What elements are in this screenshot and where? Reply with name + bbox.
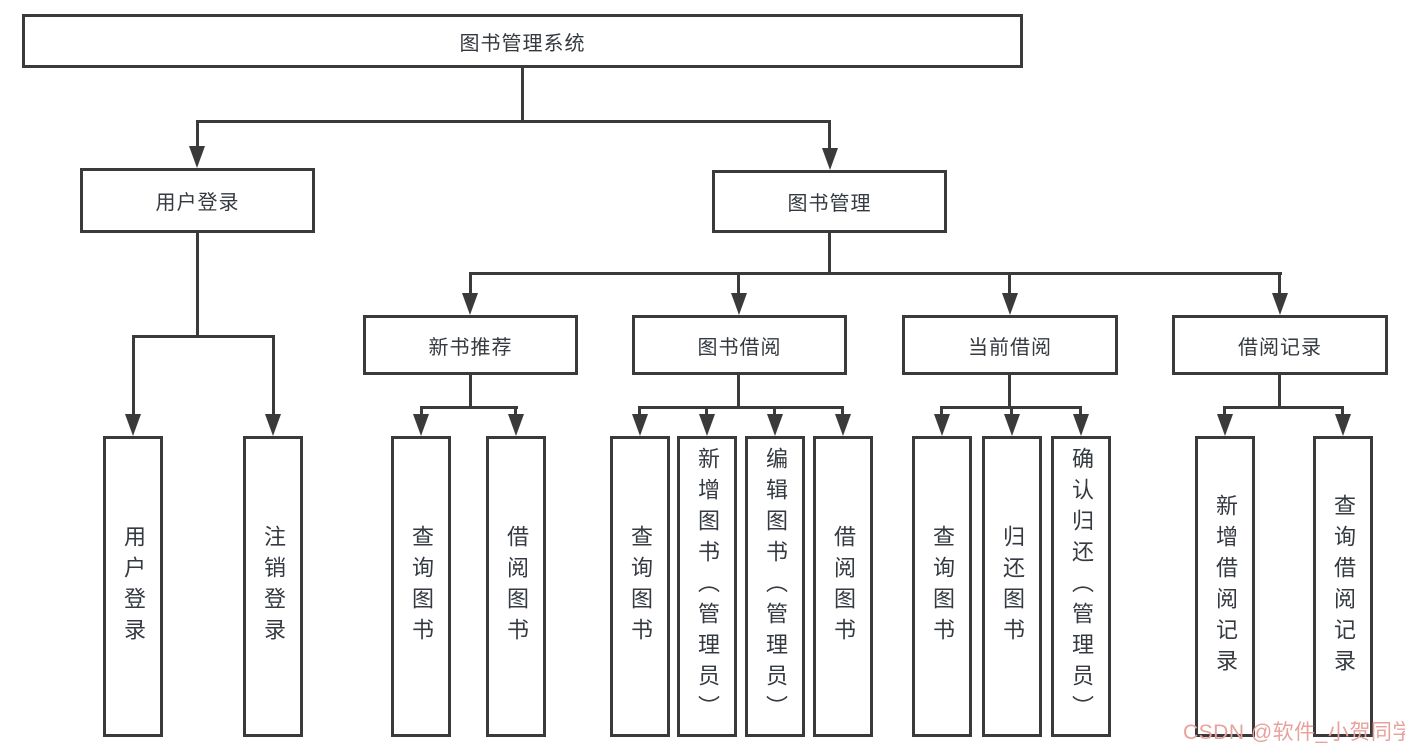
edge-arrowhead [413, 414, 429, 436]
edge-to-leaf [1079, 406, 1082, 414]
edge-arrowhead [1272, 293, 1288, 315]
node-book-borrowing: 图书借阅 [632, 315, 847, 375]
edge-arrowhead [1073, 414, 1089, 436]
edge-arrowhead [125, 414, 141, 436]
edge-to-leaf [1223, 406, 1226, 414]
edge-newbooks-stem [469, 375, 472, 406]
csdn-watermark: CSDN @软件_小贺同学 [1183, 721, 1405, 744]
edge-to-borrow-records [1278, 272, 1281, 293]
leaf-current-confirm-admin: 确认归还（管理员） [1051, 436, 1111, 737]
edge-to-user-login [196, 120, 199, 148]
node-library-system: 图书管理系统 [22, 14, 1023, 68]
leaf-current-query: 查询图书 [912, 436, 972, 737]
edge-arrowhead [265, 414, 281, 436]
edge-arrowhead [508, 414, 524, 436]
edge-arrowhead [934, 414, 950, 436]
edge-to-leaf [132, 335, 135, 414]
edge-borrowing-bus [638, 406, 844, 409]
node-user-login: 用户登录 [80, 168, 315, 233]
edge-arrowhead [699, 414, 715, 436]
edge-arrowhead [632, 414, 648, 436]
edge-records-stem [1278, 375, 1281, 406]
edge-arrowhead [189, 146, 205, 168]
leaf-logout: 注销登录 [243, 436, 303, 737]
edge-root-bus [196, 120, 831, 123]
node-new-book-recommend: 新书推荐 [363, 315, 578, 375]
edge-to-leaf [420, 406, 423, 414]
edge-to-leaf [705, 406, 708, 414]
edge-to-book-borrowing [737, 272, 740, 293]
leaf-borrowing-add-admin: 新增图书（管理员） [677, 436, 737, 737]
edge-to-leaf [841, 406, 844, 414]
leaf-borrowing-edit-admin: 编辑图书（管理员） [745, 436, 805, 737]
edge-userlogin-bus [132, 335, 275, 338]
edge-arrowhead [1217, 414, 1233, 436]
edge-to-leaf [514, 406, 517, 414]
leaf-borrowing-borrow: 借阅图书 [813, 436, 873, 737]
edge-to-leaf [1341, 406, 1344, 414]
edge-newbooks-bus [420, 406, 518, 409]
edge-userlogin-stem [196, 233, 199, 335]
leaf-borrowing-query: 查询图书 [610, 436, 670, 737]
edge-records-bus [1223, 406, 1344, 409]
edge-arrowhead [1002, 293, 1018, 315]
edge-to-leaf [1010, 406, 1013, 414]
leaf-records-query: 查询借阅记录 [1313, 436, 1373, 737]
edge-bookmgmt-bus [469, 272, 1282, 275]
edge-borrowing-stem [737, 375, 740, 406]
edge-arrowhead [1004, 414, 1020, 436]
edge-current-stem [1008, 375, 1011, 406]
leaf-newbooks-query: 查询图书 [391, 436, 451, 737]
edge-arrowhead [1335, 414, 1351, 436]
edge-to-leaf [272, 335, 275, 414]
edge-to-leaf [940, 406, 943, 414]
node-borrow-records: 借阅记录 [1172, 315, 1388, 375]
leaf-records-add: 新增借阅记录 [1195, 436, 1255, 737]
edge-to-book-management [828, 120, 831, 150]
node-book-management: 图书管理 [712, 170, 947, 233]
leaf-user-login: 用户登录 [103, 436, 163, 737]
node-current-borrowing: 当前借阅 [902, 315, 1118, 375]
edge-to-leaf [773, 406, 776, 414]
edge-arrowhead [767, 414, 783, 436]
edge-to-leaf [638, 406, 641, 414]
edge-bookmgmt-stem [828, 233, 831, 272]
edge-arrowhead [822, 148, 838, 170]
edge-root-stem [521, 68, 524, 120]
leaf-current-return: 归还图书 [982, 436, 1042, 737]
edge-to-new-book [469, 272, 472, 293]
edge-arrowhead [731, 293, 747, 315]
leaf-newbooks-borrow: 借阅图书 [486, 436, 546, 737]
edge-arrowhead [462, 293, 478, 315]
edge-to-current-borrowing [1008, 272, 1011, 293]
edge-arrowhead [835, 414, 851, 436]
